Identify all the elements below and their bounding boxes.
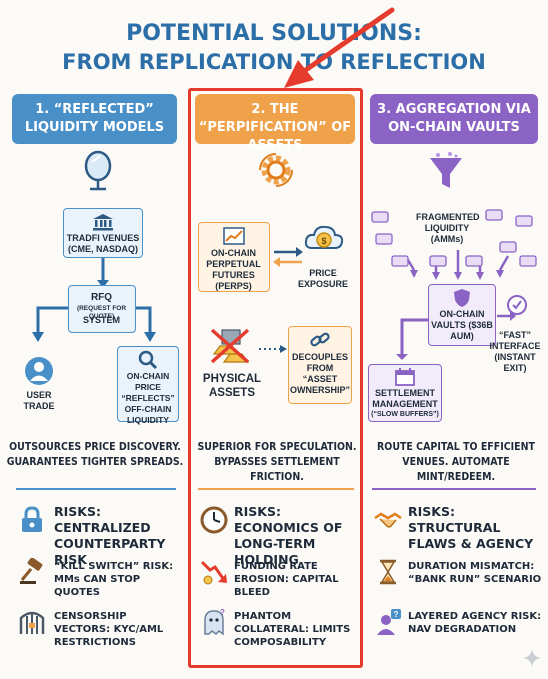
rfq-label: RFQ <box>90 292 113 303</box>
person-question-icon: ? <box>377 609 401 635</box>
user-icon <box>25 357 53 385</box>
onchain-price-box: ON-CHAIN PRICE “REFLECTS” OFF-CHAIN LIQU… <box>117 346 179 425</box>
gate-icon <box>19 611 45 634</box>
column-1-summary: OUTSOURCES PRICE DISCOVERY. GUARANTEES T… <box>6 441 184 468</box>
dotted-arrow <box>259 345 287 353</box>
column-1-header: 1. “REFLECTED” LIQUIDITY MODELS <box>12 94 177 144</box>
col3-arrows <box>396 311 516 360</box>
shield-icon <box>454 289 470 307</box>
physical-assets-label: PHYSICAL ASSETS <box>202 373 262 399</box>
chart-icon <box>223 227 245 245</box>
column-2-header: 2. THE “PERPIFICATION” OF ASSETS <box>195 94 355 153</box>
bank-icon <box>93 214 113 231</box>
cloud-coin-icon: $ <box>304 225 344 249</box>
title-line-2: FROM REPLICATION TO REFLECTION <box>62 50 486 74</box>
user-trade-label: USER TRADE <box>23 390 55 411</box>
price-exposure-label: PRICE EXPOSURE <box>297 268 348 289</box>
column-3-summary: ROUTE CAPITAL TO EFFICIENT VENUES. AUTOM… <box>377 441 535 483</box>
ghost-icon: ? <box>204 608 225 636</box>
coin-cluster <box>371 209 537 280</box>
rfq-system-box: RFQ (REQUEST FOR QUOTE) SYSTEM <box>68 285 136 333</box>
vaults-box: ON-CHAIN VAULTS ($36B AUM) <box>428 284 496 346</box>
down-arrow-icon <box>200 560 227 585</box>
magnifier-icon <box>138 350 158 370</box>
funnel-icon <box>430 152 462 188</box>
column-3-divider <box>372 488 536 490</box>
tradfi-label: TRADFI VENUES (CME, NASDAQ) <box>66 233 140 254</box>
gear-icon <box>259 153 293 187</box>
fast-interface-icon <box>507 295 527 315</box>
red-arrow-icon <box>284 7 395 88</box>
decouples-box: DECOUPLES FROM “ASSET OWNERSHIP” <box>288 326 352 404</box>
sparkle-icon <box>523 649 541 667</box>
column-3-risk-2: LAYERED AGENCY RISK: NAV DEGRADATION <box>408 611 542 635</box>
column-3-risk-header: RISKS: STRUCTURAL FLAWS & AGENCY <box>408 504 534 551</box>
column-2-divider <box>198 488 354 490</box>
swap-arrows <box>273 247 303 267</box>
column-1-risk-1: “KILL SWITCH” RISK: MMs CAN STOP QUOTES <box>54 561 174 598</box>
highlight-box <box>188 88 363 668</box>
onchain-price-label: ON-CHAIN PRICE “REFLECTS” OFF-CHAIN LIQU… <box>121 371 175 425</box>
fragmented-liquidity-label: FRAGMENTED LIQUIDITY (AMMs) <box>416 212 480 244</box>
rfq-system-label: SYSTEM <box>82 315 120 325</box>
column-2-summary: SUPERIOR FOR SPECULATION. BYPASSES SETTL… <box>197 441 357 483</box>
mirror-icon <box>84 150 112 191</box>
slow-buffers-label: (“SLOW BUFFERS”) <box>371 411 439 418</box>
decouples-label: DECOUPLES FROM “ASSET OWNERSHIP” <box>290 352 351 395</box>
vaults-label: ON-CHAIN VAULTS ($36B AUM) <box>431 309 493 341</box>
column-1-risk-2: CENSORSHIP VECTORS: KYC/AML RESTRICTIONS <box>54 611 164 648</box>
rfq-sub-label: (REQUEST FOR QUOTE) <box>76 305 127 320</box>
column-2-risk-2: PHANTOM COLLATERAL: LIMITS COMPOSABILITY <box>234 611 351 648</box>
perps-box: ON-CHAIN PERPETUAL FUTURES (PERPS) <box>198 222 270 292</box>
hourglass-icon <box>380 559 396 585</box>
column-2-risk-1: FUNDING RATE EROSION: CAPITAL BLEED <box>234 561 339 598</box>
col1-arrows <box>32 258 156 342</box>
gavel-icon <box>20 558 43 584</box>
clock-icon <box>200 506 228 534</box>
svg-text:?: ? <box>220 608 225 617</box>
settlement-label: SETTLEMENT MANAGEMENT <box>372 388 438 409</box>
column-1-risk-header: RISKS: CENTRALIZED COUNTERPARTY RISK <box>54 504 166 567</box>
handshake-icon <box>374 512 402 528</box>
perps-label: ON-CHAIN PERPETUAL FUTURES (PERPS) <box>206 248 261 291</box>
column-1-divider <box>16 488 176 490</box>
column-3-risk-1: DURATION MISMATCH: “BANK RUN” SCENARIO <box>408 561 542 585</box>
gold-bars-icon <box>210 328 250 364</box>
svg-text:$: $ <box>321 236 326 246</box>
chain-link-icon <box>310 332 330 347</box>
calendar-icon <box>395 368 415 386</box>
settlement-box: SETTLEMENT MANAGEMENT (“SLOW BUFFERS”) <box>368 364 442 422</box>
tradfi-venues-box: TRADFI VENUES (CME, NASDAQ) <box>63 208 143 258</box>
svg-text:?: ? <box>394 610 399 619</box>
lock-icon <box>22 506 42 532</box>
column-2-risk-header: RISKS: ECONOMICS OF LONG-TERM HOLDING <box>234 504 343 567</box>
column-3-header: 3. AGGREGATION VIA ON-CHAIN VAULTS <box>370 94 538 144</box>
fast-interface-label: “FAST” INTERFACE (INSTANT EXIT) <box>489 330 541 373</box>
